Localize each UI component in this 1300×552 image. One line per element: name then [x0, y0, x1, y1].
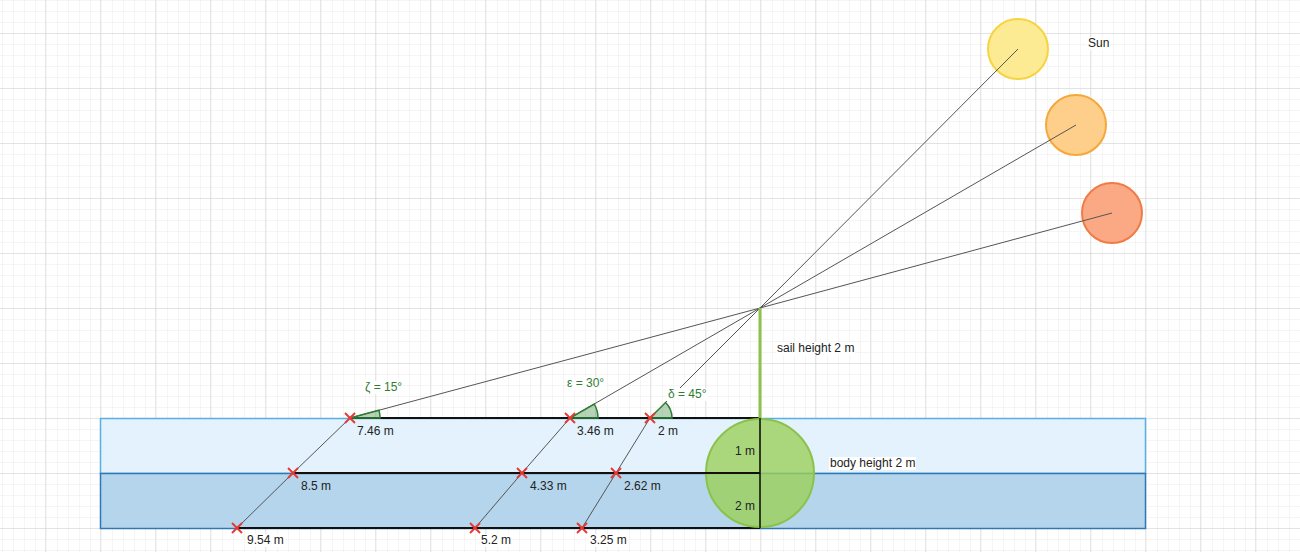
marker [288, 468, 298, 478]
marker [577, 523, 587, 533]
distance-label: 7.46 m [356, 425, 395, 438]
marker [517, 468, 527, 478]
distance-label: 2.62 m [623, 480, 662, 493]
angle-label: ζ = 15° [364, 381, 403, 394]
upper-band [101, 419, 1146, 474]
markers [232, 413, 655, 533]
marker [565, 413, 575, 423]
marker [288, 468, 298, 478]
sun-label: Sun [1087, 37, 1110, 50]
marker [232, 523, 242, 533]
marker [345, 413, 355, 423]
distance-label: 5.2 m [480, 534, 512, 547]
sail-label: sail height 2 m [776, 342, 855, 355]
lower-band [101, 474, 1146, 529]
distance-label: 3.25 m [589, 534, 628, 547]
surface-lines [237, 418, 760, 528]
distance-label: 8.5 m [300, 480, 332, 493]
marker [470, 523, 480, 533]
angle-arcs [350, 402, 672, 418]
distance-label: 3.46 m [576, 425, 615, 438]
marker [611, 468, 621, 478]
marker [611, 468, 621, 478]
sail [759, 308, 762, 418]
marker [577, 523, 587, 533]
marker [565, 413, 575, 423]
dimension-label: 1 m [735, 445, 755, 458]
body-circle: 1 m 2 m [705, 418, 815, 528]
marker [645, 413, 655, 423]
body-label: body height 2 m [829, 457, 916, 470]
angle-label: δ = 45° [667, 388, 708, 401]
dimension-label: 2 m [735, 500, 755, 513]
marker [645, 413, 655, 423]
marker [232, 523, 242, 533]
marker [345, 413, 355, 423]
marker [517, 468, 527, 478]
marker [470, 523, 480, 533]
distance-label: 4.33 m [529, 480, 568, 493]
circle-outline [705, 418, 815, 528]
sun-rays [237, 49, 1112, 528]
distance-label: 9.54 m [246, 534, 285, 547]
angle-label: ε = 30° [566, 377, 605, 390]
distance-label: 2 m [657, 425, 679, 438]
